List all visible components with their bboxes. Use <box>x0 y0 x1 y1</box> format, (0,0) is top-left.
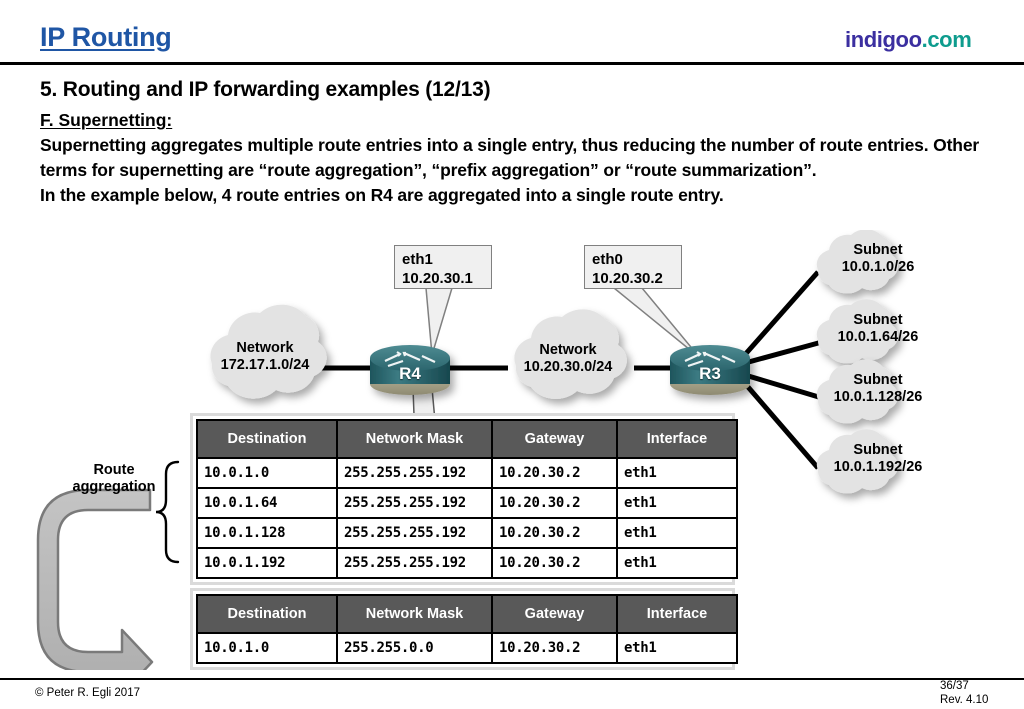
cell-network-mask: 255.255.255.192 <box>336 487 493 519</box>
routing-table-detailed: Destination Network Mask Gateway Interfa… <box>190 413 738 585</box>
link-r3-subnet-4 <box>740 378 820 470</box>
column-header-destination: Destination <box>196 419 338 459</box>
cell-gateway: 10.20.30.2 <box>491 457 618 489</box>
table-row: 10.0.1.192 255.255.255.192 10.20.30.2 et… <box>196 547 738 579</box>
network-diagram: Network 172.17.1.0/24 Network 10.20.30.0… <box>0 230 1024 670</box>
cell-interface: eth1 <box>616 547 738 579</box>
eth0-callout-line1: eth0 <box>592 251 623 268</box>
body-paragraph-1: Supernetting aggregates multiple route e… <box>40 135 980 180</box>
cell-gateway: 10.20.30.2 <box>491 547 618 579</box>
network-cloud-left-shape <box>210 304 327 399</box>
brand-logo: indigoo.com <box>845 27 972 53</box>
subnet-cloud-3-line1: Subnet <box>853 372 903 388</box>
network-cloud-left-line1: Network <box>236 340 294 356</box>
column-header-network-mask: Network Mask <box>336 419 493 459</box>
aggregation-brace <box>155 460 180 564</box>
subnet-links <box>740 270 823 470</box>
table-row: 10.0.1.64 255.255.255.192 10.20.30.2 eth… <box>196 487 738 519</box>
subnet-cloud-2-shape <box>816 299 898 364</box>
link-r3-subnet-3 <box>744 372 823 401</box>
table-row: 10.0.1.0 255.255.255.192 10.20.30.2 eth1 <box>196 457 738 489</box>
eth1-callout: eth1 10.20.30.1 <box>394 245 492 289</box>
revision-label: Rev. 4.10 <box>940 694 989 706</box>
cell-interface: eth1 <box>616 632 738 664</box>
link-r3-subnet-1 <box>740 270 820 360</box>
table-header-row: Destination Network Mask Gateway Interfa… <box>196 594 738 634</box>
subnet-cloud-3-line2: 10.0.1.128/26 <box>833 389 923 405</box>
eth0-callout: eth0 10.20.30.2 <box>584 245 682 289</box>
column-header-gateway: Gateway <box>491 419 618 459</box>
routing-table-detailed-grid: Destination Network Mask Gateway Interfa… <box>196 419 738 579</box>
copyright-notice: © Peter R. Egli 2017 <box>35 687 140 699</box>
table-row: 10.0.1.128 255.255.255.192 10.20.30.2 et… <box>196 517 738 549</box>
cell-network-mask: 255.255.255.192 <box>336 547 493 579</box>
cell-destination: 10.0.1.0 <box>196 632 338 664</box>
body-paragraph-2: In the example below, 4 route entries on… <box>40 185 724 205</box>
eth1-callout-tail <box>425 287 454 356</box>
subnet-cloud-3-shape <box>816 359 898 424</box>
column-header-network-mask: Network Mask <box>336 594 493 634</box>
cell-network-mask: 255.255.0.0 <box>336 632 493 664</box>
brand-name: indigoo <box>845 27 922 52</box>
brand-tld: .com <box>921 27 972 52</box>
subnet-cloud-2-line1: Subnet <box>853 312 903 328</box>
page-number: 36/37 <box>940 680 969 692</box>
route-aggregation-label: Route aggregation <box>48 462 180 496</box>
router-r4-label: R4 <box>399 364 421 383</box>
cell-interface: eth1 <box>616 517 738 549</box>
cell-gateway: 10.20.30.2 <box>491 517 618 549</box>
table-header-row: Destination Network Mask Gateway Interfa… <box>196 419 738 459</box>
footer-divider <box>0 678 1024 680</box>
column-header-interface: Interface <box>616 419 738 459</box>
column-header-interface: Interface <box>616 594 738 634</box>
router-r3-label: R3 <box>699 364 721 383</box>
cell-destination: 10.0.1.64 <box>196 487 338 519</box>
subnet-cloud-2-line2: 10.0.1.64/26 <box>837 329 919 345</box>
aggregation-arrow <box>36 488 154 670</box>
subnet-cloud-1-shape <box>816 230 898 294</box>
network-cloud-middle-line2: 10.20.30.0/24 <box>523 359 613 375</box>
cell-destination: 10.0.1.0 <box>196 457 338 489</box>
router-r3-shape <box>670 345 750 395</box>
network-cloud-middle-line1: Network <box>539 342 597 358</box>
eth1-callout-line1: eth1 <box>402 251 433 268</box>
cell-interface: eth1 <box>616 487 738 519</box>
cell-network-mask: 255.255.255.192 <box>336 517 493 549</box>
route-aggregation-label-line2: aggregation <box>72 479 156 495</box>
column-header-destination: Destination <box>196 594 338 634</box>
cell-destination: 10.0.1.128 <box>196 517 338 549</box>
cell-network-mask: 255.255.255.192 <box>336 457 493 489</box>
subnet-cloud-4-line2: 10.0.1.192/26 <box>833 459 923 475</box>
slide-heading: 5. Routing and IP forwarding examples (1… <box>40 78 491 101</box>
body-text: Supernetting aggregates multiple route e… <box>40 133 1000 208</box>
network-cloud-middle-shape <box>514 309 627 399</box>
cell-gateway: 10.20.30.2 <box>491 632 618 664</box>
subnet-cloud-1-line1: Subnet <box>853 242 903 258</box>
subnet-cloud-4-shape <box>816 429 898 494</box>
page-title: IP Routing <box>40 22 172 52</box>
subnet-cloud-1-line2: 10.0.1.0/26 <box>841 259 915 275</box>
cell-destination: 10.0.1.192 <box>196 547 338 579</box>
routing-table-aggregated: Destination Network Mask Gateway Interfa… <box>190 588 738 670</box>
eth0-callout-line2: 10.20.30.2 <box>592 270 663 287</box>
cell-interface: eth1 <box>616 457 738 489</box>
header-divider <box>0 62 1024 65</box>
route-aggregation-label-line1: Route <box>93 462 135 478</box>
router-r4-shape <box>370 345 450 395</box>
routing-table-aggregated-grid: Destination Network Mask Gateway Interfa… <box>196 594 738 664</box>
cell-gateway: 10.20.30.2 <box>491 487 618 519</box>
column-header-gateway: Gateway <box>491 594 618 634</box>
section-subheading: F. Supernetting: <box>40 110 173 130</box>
table-row: 10.0.1.0 255.255.0.0 10.20.30.2 eth1 <box>196 632 738 664</box>
network-cloud-left-line2: 172.17.1.0/24 <box>220 357 310 373</box>
eth1-callout-line2: 10.20.30.1 <box>402 270 473 287</box>
link-r3-subnet-2 <box>744 339 823 366</box>
subnet-cloud-4-line1: Subnet <box>853 442 903 458</box>
